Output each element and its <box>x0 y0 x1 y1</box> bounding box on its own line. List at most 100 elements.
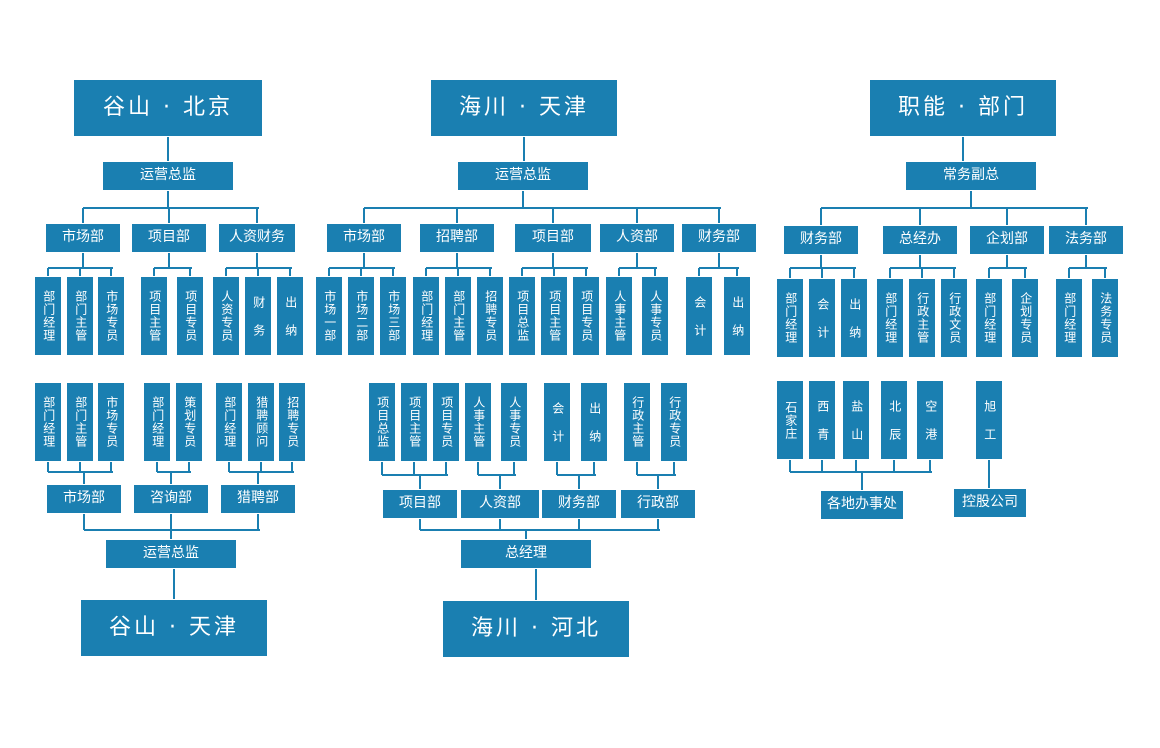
connector-line <box>789 268 791 278</box>
role-box: 项目专员 <box>176 276 204 356</box>
connector-line <box>499 519 501 530</box>
office-box: 盐 山 <box>842 380 870 460</box>
connector-line <box>789 460 791 472</box>
role-box: 项目主管 <box>540 276 568 356</box>
role-box: 项目专员 <box>432 382 460 462</box>
connector-line <box>381 462 383 475</box>
connector-line <box>718 253 720 268</box>
role-box: 部门主管 <box>444 276 472 356</box>
connector-line <box>1085 255 1087 268</box>
connector-line <box>226 267 292 269</box>
connector-line <box>173 569 175 599</box>
connector-line <box>657 475 659 489</box>
connector-line <box>189 268 191 276</box>
department-box: 项目部 <box>131 223 207 253</box>
connector-line <box>790 267 856 269</box>
connector-line <box>521 268 523 276</box>
role-box: 行政文员 <box>940 278 968 358</box>
connector-line <box>636 253 638 268</box>
connector-line <box>225 268 227 276</box>
role-box: 部门主管 <box>66 276 94 356</box>
holding-label: 控股公司 <box>953 488 1027 518</box>
role-box: 行政主管 <box>908 278 936 358</box>
connector-line <box>156 462 158 472</box>
connector-line <box>921 268 923 278</box>
role-box: 猎聘顾问 <box>247 382 275 462</box>
connector-line <box>364 207 721 209</box>
connector-line <box>535 569 537 600</box>
role-box: 招聘专员 <box>278 382 306 462</box>
connector-line <box>593 462 595 475</box>
role-box: 部门经理 <box>215 382 243 462</box>
connector-line <box>48 471 113 473</box>
connector-line <box>79 462 81 472</box>
department-box: 财务部 <box>681 223 757 253</box>
role-box: 市场专员 <box>97 276 125 356</box>
connector-line <box>821 207 1088 209</box>
connector-line <box>619 267 657 269</box>
connector-line <box>188 462 190 472</box>
company-title: 谷山 · 北京 <box>73 79 263 137</box>
connector-line <box>257 514 259 530</box>
department-box: 猎聘部 <box>220 484 296 514</box>
connector-line <box>167 191 169 208</box>
connector-line <box>83 514 85 530</box>
role-box: 部门经理 <box>412 276 440 356</box>
connector-line <box>457 268 459 276</box>
connector-line <box>820 255 822 268</box>
role-box: 人事主管 <box>464 382 492 462</box>
connector-line <box>522 191 524 208</box>
offices-label: 各地办事处 <box>820 490 904 520</box>
connector-line <box>513 462 515 475</box>
connector-line <box>552 253 554 268</box>
connector-line <box>478 474 516 476</box>
connector-line <box>970 191 972 208</box>
connector-line <box>988 268 990 278</box>
connector-line <box>553 268 555 276</box>
role-box: 出 纳 <box>580 382 608 462</box>
connector-line <box>585 268 587 276</box>
connector-line <box>291 462 293 472</box>
role-box: 企划专员 <box>1011 278 1039 358</box>
connector-line <box>170 472 172 484</box>
connector-line <box>698 268 700 276</box>
connector-line <box>637 474 676 476</box>
connector-line <box>170 514 172 530</box>
connector-line <box>988 460 990 488</box>
connector-line <box>855 460 857 472</box>
role-box: 部门经理 <box>143 382 171 462</box>
role-box: 会 计 <box>543 382 571 462</box>
connector-line <box>889 268 891 278</box>
connector-line <box>382 474 448 476</box>
connector-line <box>557 474 596 476</box>
connector-line <box>893 460 895 472</box>
company-title: 海川 · 天津 <box>430 79 618 137</box>
connector-line <box>556 462 558 475</box>
connector-line <box>522 267 588 269</box>
connector-line <box>636 462 638 475</box>
department-box: 市场部 <box>46 484 122 514</box>
connector-line <box>153 268 155 276</box>
connector-line <box>167 137 169 161</box>
connector-line <box>718 208 720 223</box>
connector-line <box>1085 208 1087 225</box>
connector-line <box>84 529 260 531</box>
director-box: 运营总监 <box>105 539 237 569</box>
role-box: 部门经理 <box>776 278 804 358</box>
department-box: 总经办 <box>882 225 958 255</box>
connector-line <box>821 460 823 472</box>
department-box: 财务部 <box>541 489 617 519</box>
connector-line <box>260 462 262 472</box>
connector-line <box>853 268 855 278</box>
company-title: 谷山 · 天津 <box>80 599 268 657</box>
connector-line <box>228 462 230 472</box>
role-box: 会 计 <box>808 278 836 358</box>
department-box: 人资财务 <box>218 223 296 253</box>
role-box: 项目总监 <box>508 276 536 356</box>
department-box: 法务部 <box>1048 225 1124 255</box>
connector-line <box>1068 268 1070 278</box>
role-box: 市场二部 <box>347 276 375 356</box>
role-box: 市场专员 <box>97 382 125 462</box>
office-box: 空 港 <box>916 380 944 460</box>
